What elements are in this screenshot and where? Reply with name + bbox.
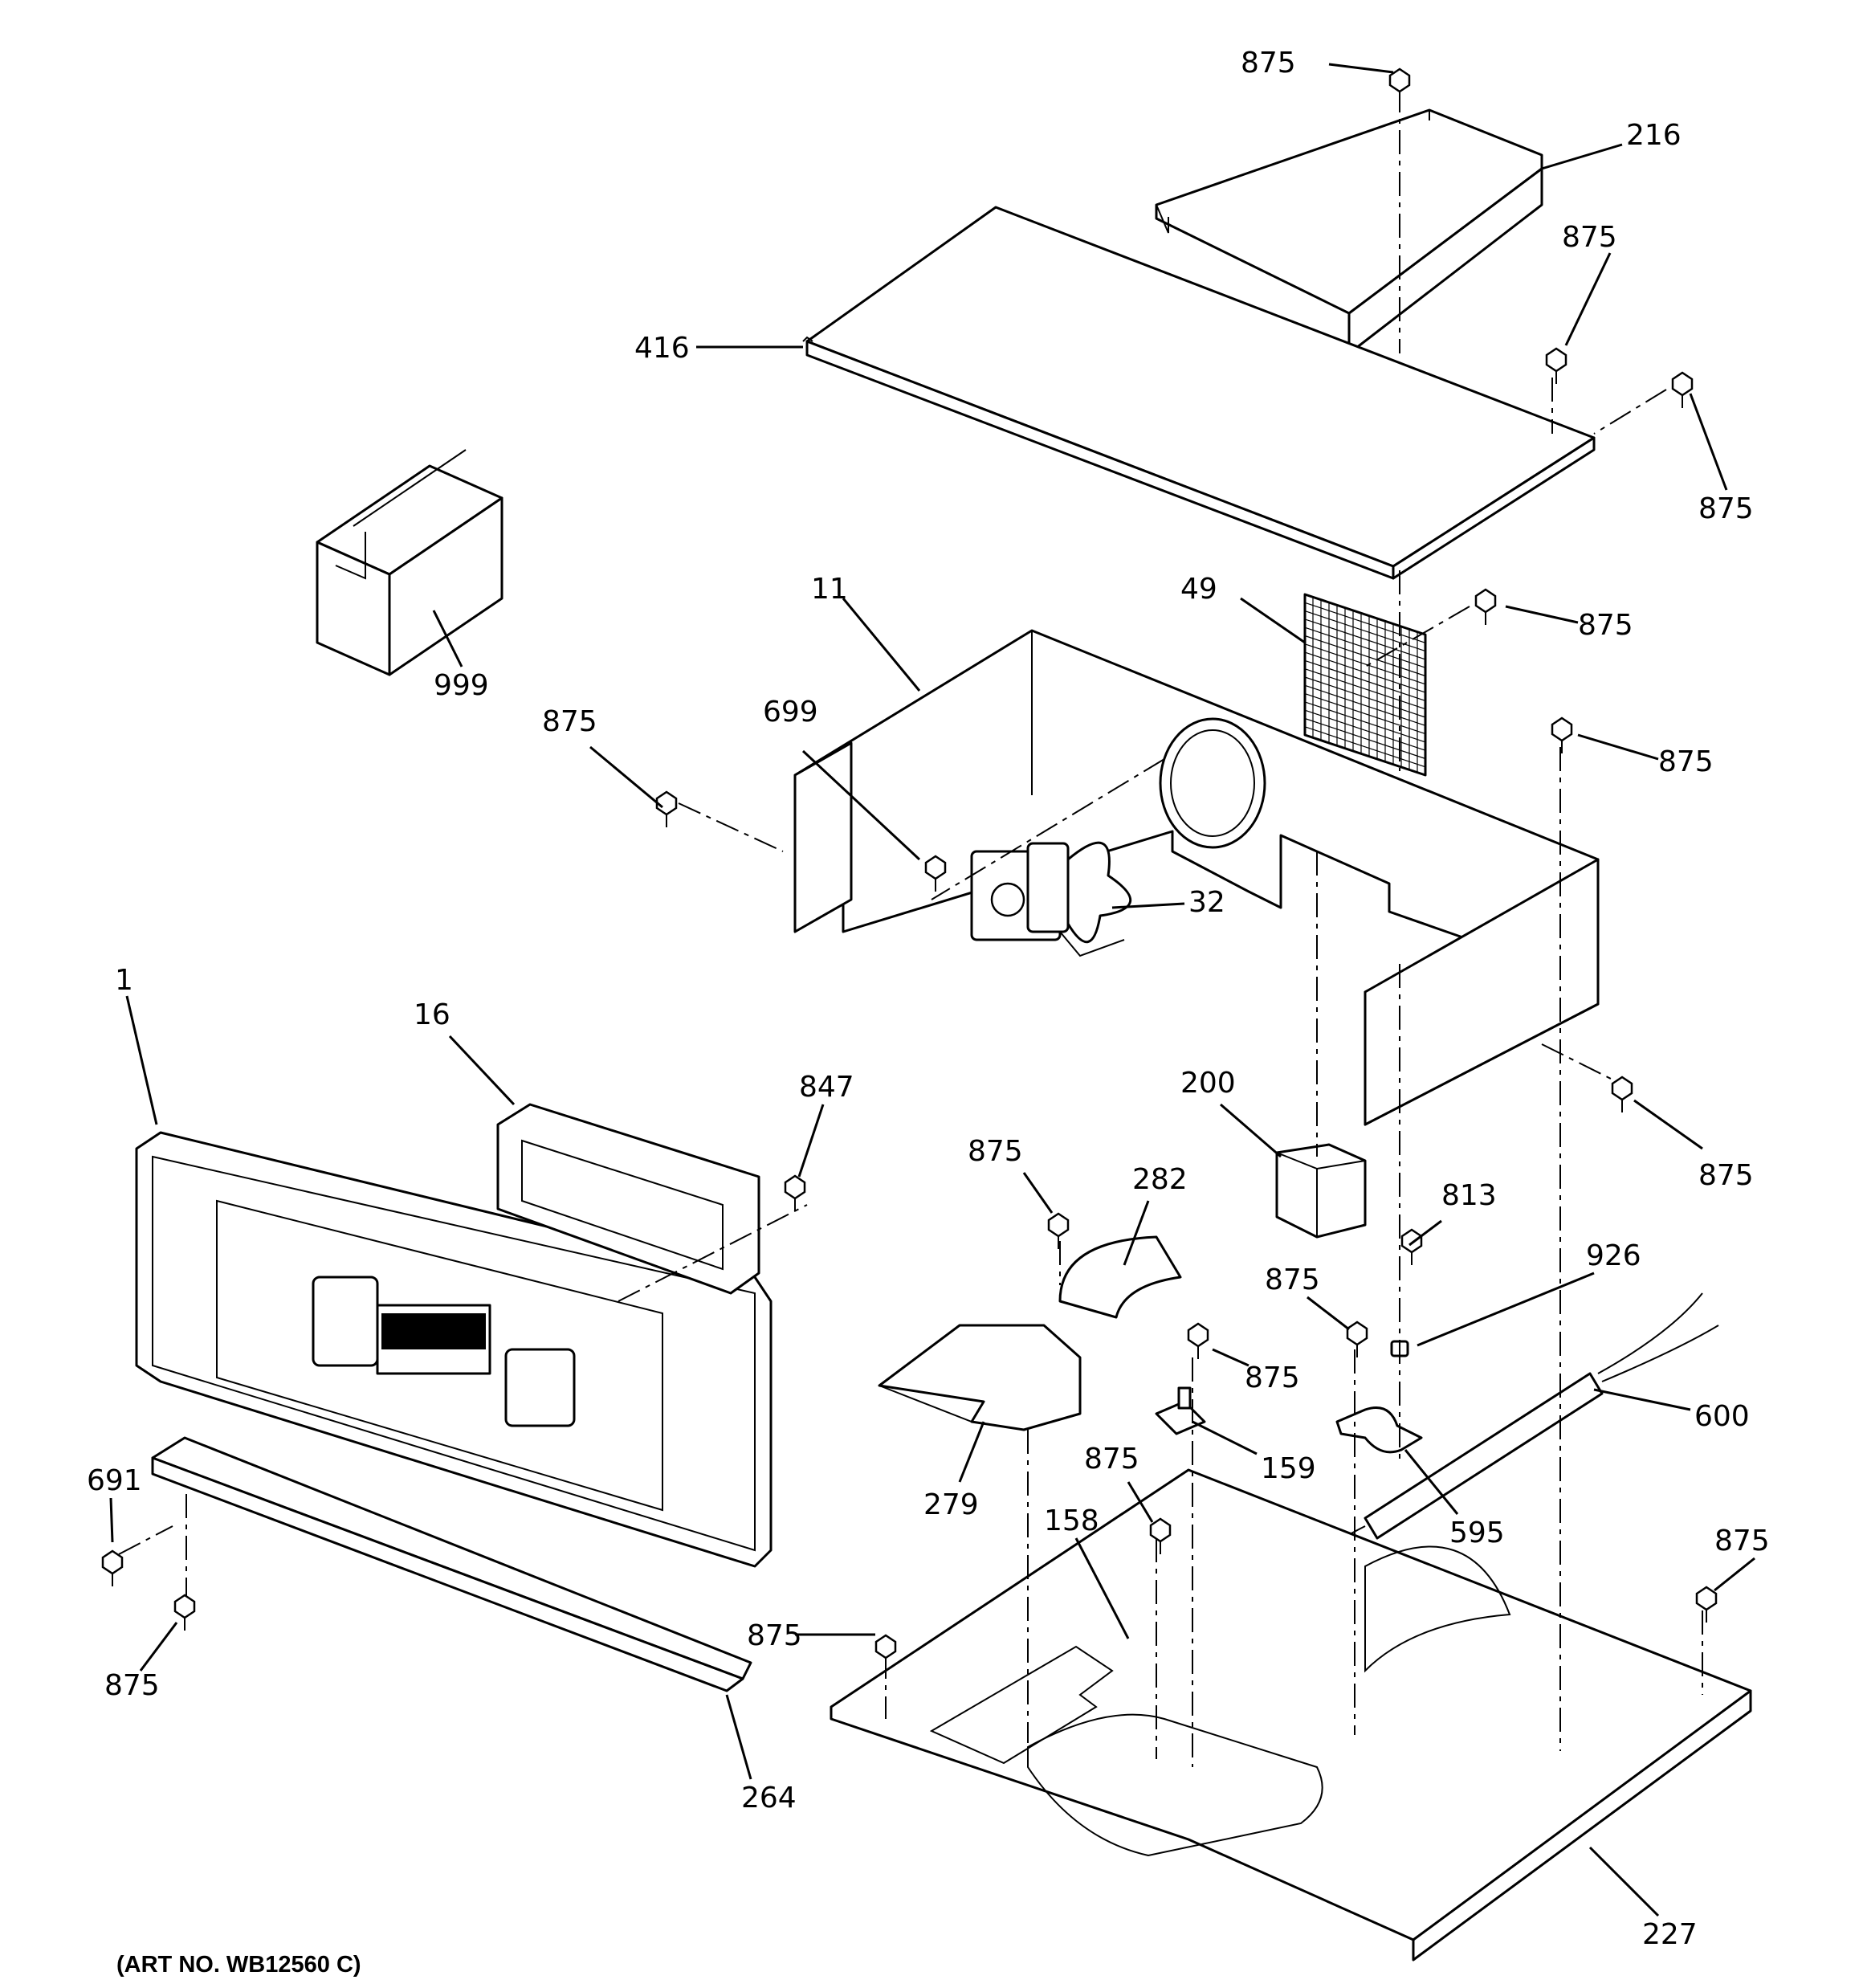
label-875-corner: 875 [1714, 1525, 1770, 1557]
label-875-sensor: 875 [1084, 1443, 1139, 1476]
part-labels: 875 216 875 416 875 999 49 875 11 875 87… [87, 47, 1770, 1978]
label-847: 847 [799, 1071, 854, 1104]
label-227: 227 [1642, 1918, 1698, 1951]
alignment-lines [118, 88, 1703, 1767]
label-699: 699 [763, 696, 818, 729]
label-926: 926 [1586, 1239, 1641, 1272]
label-11: 11 [811, 573, 848, 606]
part-16-control-board[interactable] [496, 1103, 760, 1295]
part-1-control-panel[interactable] [135, 1131, 773, 1568]
part-416-top-cover[interactable] [802, 206, 1596, 580]
label-1: 1 [115, 964, 133, 997]
label-200: 200 [1180, 1067, 1236, 1100]
label-216: 216 [1626, 119, 1682, 152]
label-875-vent: 875 [968, 1135, 1023, 1168]
label-416: 416 [634, 332, 690, 365]
part-49-grille[interactable] [1303, 593, 1427, 777]
label-32: 32 [1188, 886, 1225, 919]
label-875-rear: 875 [1658, 745, 1714, 778]
label-875-base: 875 [747, 1619, 802, 1652]
screw-icon[interactable] [1346, 1321, 1368, 1357]
label-813: 813 [1441, 1179, 1497, 1212]
screw-icon[interactable] [1545, 347, 1567, 384]
screw-icon[interactable] [101, 1549, 124, 1586]
screw-icon[interactable] [1149, 1517, 1172, 1554]
label-264: 264 [741, 1782, 797, 1815]
label-159: 159 [1261, 1452, 1316, 1485]
screws [101, 67, 1718, 1671]
screw-icon[interactable] [924, 855, 947, 892]
part-282-duct[interactable] [1058, 1235, 1182, 1319]
screw-icon[interactable] [1611, 1076, 1633, 1112]
label-875-right: 875 [1562, 221, 1617, 254]
label-875-mid: 875 [1245, 1361, 1300, 1394]
screw-icon[interactable] [1695, 1586, 1718, 1623]
label-875-left: 875 [542, 705, 597, 738]
part-200-insulation[interactable] [1275, 1143, 1367, 1239]
label-600: 600 [1694, 1400, 1750, 1433]
label-595: 595 [1449, 1517, 1505, 1549]
label-875-side: 875 [1698, 1159, 1754, 1192]
label-875-bracket: 875 [1265, 1263, 1320, 1296]
screw-icon[interactable] [1551, 716, 1573, 753]
label-999: 999 [434, 669, 489, 702]
label-49: 49 [1180, 573, 1217, 606]
screw-icon[interactable] [1400, 1228, 1423, 1265]
screw-icon[interactable] [1047, 1212, 1070, 1249]
part-227-base[interactable] [830, 1468, 1752, 1961]
part-216-shroud[interactable] [1155, 108, 1543, 355]
part-32-blower[interactable] [970, 841, 1132, 957]
screw-icon[interactable] [1187, 1322, 1209, 1359]
part-159-sensor[interactable] [1155, 1386, 1206, 1435]
label-875-top: 875 [1241, 47, 1296, 80]
screw-icon[interactable] [1388, 67, 1411, 104]
label-282: 282 [1132, 1163, 1188, 1196]
label-691: 691 [87, 1464, 142, 1497]
part-11-wrapper[interactable] [793, 629, 1600, 1126]
label-16: 16 [414, 998, 450, 1031]
screw-icon[interactable] [173, 1594, 196, 1631]
part-595-clamp[interactable] [1335, 1406, 1423, 1454]
art-number: (ART NO. WB12560 C) [116, 1952, 361, 1978]
part-264-trim[interactable] [151, 1436, 752, 1692]
screw-icon[interactable] [784, 1174, 806, 1211]
label-875-trim: 875 [104, 1669, 160, 1702]
label-875-grille: 875 [1578, 609, 1633, 642]
screw-icon[interactable] [655, 790, 678, 827]
screw-icon[interactable] [1671, 371, 1694, 408]
leader-lines [109, 63, 1755, 1917]
label-158: 158 [1044, 1504, 1099, 1537]
part-999-box[interactable] [316, 449, 503, 676]
screw-icon[interactable] [1474, 588, 1497, 625]
part-279-vent[interactable] [878, 1324, 1082, 1431]
label-279: 279 [923, 1488, 979, 1521]
label-875-far-right: 875 [1698, 492, 1754, 525]
screw-icon[interactable] [874, 1634, 897, 1671]
